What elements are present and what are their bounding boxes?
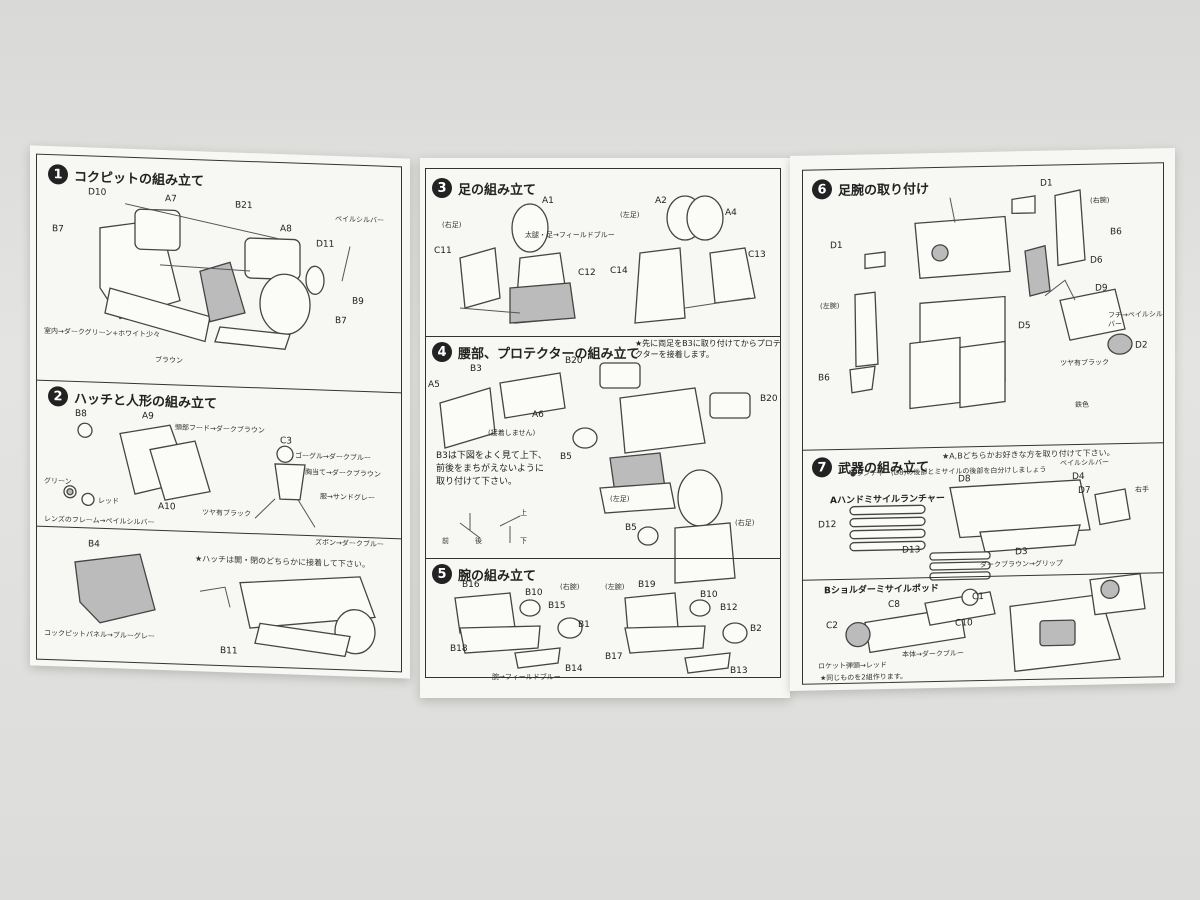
part-label-c13: C13	[748, 250, 766, 260]
part-label-b5-b: B5	[625, 523, 637, 533]
color-gloss-black: ツヤ有ブラック	[202, 508, 251, 519]
part-label-c14: C14	[610, 266, 628, 276]
waist-protector-illustration	[439, 362, 751, 584]
part-label-b19: B19	[638, 580, 656, 590]
part-label-d13: D13	[902, 545, 921, 556]
part-label-a5: A5	[428, 380, 440, 390]
part-label-d3: D3	[1015, 547, 1028, 558]
color-grip: ダークブラウン→グリップ	[980, 559, 1063, 570]
panel-mid-frame	[425, 168, 781, 678]
step-4-title: 4 腰部、プロテクターの組み立て	[432, 342, 639, 362]
color-suit: 服→サンドグレー	[320, 492, 375, 503]
part-label-c3: C3	[280, 436, 293, 447]
part-label-b14: B14	[565, 664, 583, 674]
leg-arm-attachment-illustration	[849, 189, 1133, 410]
label-right-leg: (右足)	[442, 221, 462, 229]
color-arm: 腕→フィールドブルー	[492, 673, 561, 681]
weapon-b-pod: Bショルダーミサイルポッド	[824, 583, 939, 597]
part-label-a9: A9	[142, 411, 154, 422]
part-label-b1: B1	[578, 620, 590, 630]
part-label-c12: C12	[578, 268, 596, 278]
part-label-c8: C8	[888, 599, 901, 610]
step-3-title: 3 足の組み立て	[432, 178, 536, 198]
label-back: 後	[475, 537, 482, 545]
step-5-divider	[425, 558, 781, 559]
hatch-figure-illustration	[63, 422, 376, 658]
part-label-b10-b: B10	[700, 590, 718, 600]
part-label-b13: B13	[730, 666, 748, 676]
step-5-badge: 5	[432, 564, 452, 584]
part-label-b20-b: B20	[760, 394, 778, 404]
part-label-c10: C10	[955, 618, 973, 629]
part-label-b8: B8	[75, 408, 87, 420]
label-up: 上	[520, 509, 527, 517]
part-label-b18: B18	[450, 644, 468, 654]
label-no-glue: (接着しません)	[488, 429, 536, 437]
part-label-b12: B12	[720, 603, 738, 613]
label-right-leg-2: (右足)	[735, 519, 755, 527]
label-right-hand: 右手	[1135, 485, 1149, 494]
part-label-b5-a: B5	[560, 452, 572, 462]
label-front: 前	[442, 537, 449, 545]
part-label-b20-a: B20	[565, 356, 583, 366]
part-label-d8: D8	[958, 474, 971, 485]
part-label-d4: D4	[1072, 471, 1085, 483]
part-label-b11: B11	[220, 646, 238, 657]
part-label-a1: A1	[542, 196, 554, 206]
part-label-b3: B3	[470, 364, 482, 374]
protector-note: ★先に両足をB3に取り付けてからプロテクターを接着します。	[635, 339, 781, 359]
step-4-divider	[425, 336, 781, 337]
part-label-c1: C1	[972, 591, 985, 603]
color-green: グリーン	[44, 476, 72, 486]
label-left-leg-2: (左足)	[610, 495, 630, 503]
step-4-badge: 4	[432, 342, 452, 362]
part-label-a2: A2	[655, 196, 667, 206]
weapons-illustration	[845, 479, 1146, 673]
b3-orientation-note: B3は下図をよく見て上下、前後をまちがえないように取り付けて下さい。	[436, 451, 547, 487]
step-3-badge: 3	[432, 178, 452, 198]
part-label-a6: A6	[532, 410, 544, 420]
step-5-title: 5 腕の組み立て	[432, 564, 536, 584]
color-red: レッド	[98, 496, 119, 506]
label-left-arm: (左腕)	[605, 583, 625, 591]
cockpit-illustration	[99, 203, 351, 350]
instruction-panel-left: 1 コクピットの組み立て D10 A7 B21 ペイルシルバー B7 A8 D1…	[30, 145, 410, 679]
instruction-panel-right: 6 足腕の取り付け D1 (右腕) D1 B6 D6 D9 (左腕) フチ→ペイ…	[790, 147, 1175, 692]
part-label-b15: B15	[548, 601, 566, 611]
color-pale-silver-2: ペイルシルバー	[1060, 458, 1109, 468]
instruction-panel-middle: 3 足の組み立て A1 A2 A4 (右足) (左足) 太腿・足→フィールドブル…	[420, 158, 790, 698]
part-label-a4: A4	[725, 208, 737, 218]
part-label-c11: C11	[434, 246, 452, 256]
make-two-note: ★同じものを2組作ります。	[820, 672, 908, 683]
part-label-b2: B2	[750, 624, 762, 634]
label-down: 下	[520, 537, 527, 545]
part-label-b4: B4	[88, 539, 100, 550]
label-right-arm: (右腕)	[560, 583, 580, 591]
part-label-b17: B17	[605, 652, 623, 662]
part-label-b16: B16	[462, 580, 480, 590]
part-label-d7: D7	[1078, 485, 1091, 496]
color-thigh: 太腿・足→フィールドブルー	[525, 231, 615, 239]
label-left-leg: (左足)	[620, 211, 640, 219]
part-label-d12: D12	[818, 520, 837, 531]
arms-illustration	[454, 592, 748, 674]
part-label-c2: C2	[826, 621, 839, 632]
legs-illustration	[459, 195, 756, 324]
color-rocket: ロケット弾頭→レッド	[818, 661, 887, 671]
part-label-a10: A10	[158, 501, 176, 513]
part-label-b10-a: B10	[525, 588, 543, 598]
color-body: 本体→ダークブルー	[902, 649, 964, 659]
